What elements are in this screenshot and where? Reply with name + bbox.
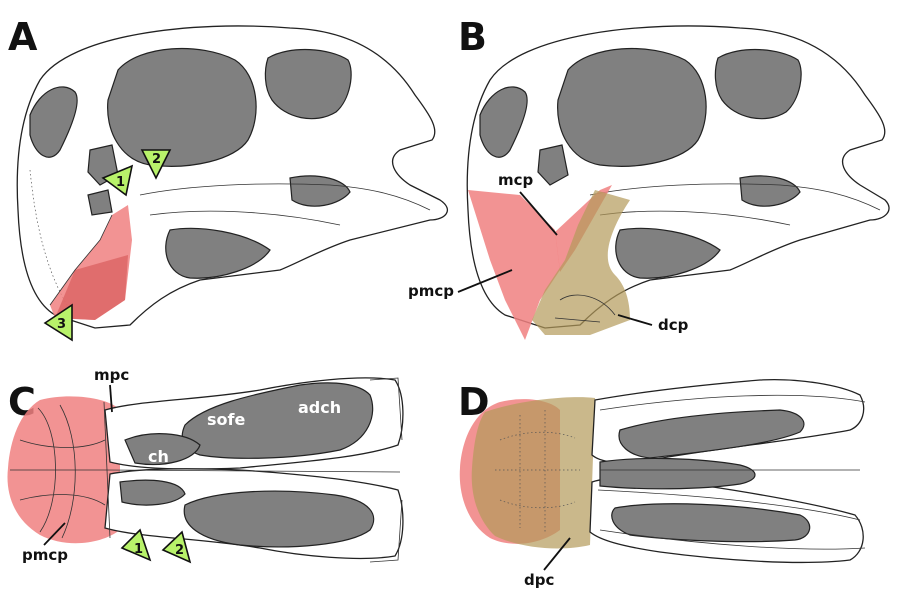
label-mcp: mcp — [498, 171, 534, 189]
jaw-lines-d — [597, 394, 866, 550]
leader-pmcp — [457, 269, 513, 293]
adductor-chamber-upper — [181, 382, 374, 459]
premaxilla-suture-c — [10, 404, 106, 539]
annotation-mpc: mpc — [94, 366, 129, 413]
marker-a-2: 2 — [140, 149, 172, 180]
antorbital-fenestra — [537, 144, 569, 186]
skull-lateral-a — [16, 25, 449, 329]
premaxilla-edge-a — [49, 214, 113, 306]
annotation-mcp: mcp — [498, 171, 558, 236]
annotation-pmcp-b: pmcp — [408, 269, 513, 300]
lower-left-fenestra — [119, 479, 186, 506]
leader-dcp — [617, 314, 653, 326]
panel-label-a: A — [8, 15, 38, 59]
label-mpc: mpc — [94, 366, 129, 384]
label-pmcp: pmcp — [408, 282, 454, 300]
adductor-chamber-lower — [183, 490, 375, 548]
leader-pmcp — [43, 522, 66, 546]
panel-c: C ch sofe adch mpc pmcp 1 — [7, 366, 404, 564]
stipple-d — [495, 410, 580, 532]
annotation-dpc: dpc — [524, 537, 571, 589]
label-dcp: dcp — [658, 316, 689, 334]
label-ch: ch — [148, 447, 169, 466]
upper-fenestra-d — [618, 409, 805, 459]
temporal-fenestra-lower — [739, 175, 801, 207]
label-dpc: dpc — [524, 571, 554, 589]
skull-lateral-b — [466, 25, 890, 340]
premaxilla-shadow-a — [55, 255, 128, 320]
skull-ventral-d — [459, 379, 866, 564]
mid-fenestra-d — [599, 457, 756, 490]
dentary-region-b — [532, 190, 630, 335]
panel-a: A 1 2 3 — [8, 15, 449, 342]
temporal-fenestra-lower — [289, 175, 351, 207]
label-pmcp: pmcp — [22, 546, 68, 564]
temporal-fenestra-upper — [264, 49, 352, 120]
lower-jaw-fenestra — [615, 227, 721, 279]
marker-a-1: 1 — [101, 164, 134, 197]
marker-triangle — [120, 528, 152, 562]
leader-mpc — [109, 384, 113, 413]
marker-label: 2 — [152, 152, 161, 167]
nasal-fenestra — [29, 86, 78, 158]
lower-jaw-fenestra — [165, 227, 271, 279]
midline-c — [104, 469, 401, 473]
marker-label: 2 — [175, 543, 184, 558]
small-fenestra — [87, 189, 113, 216]
marker-label: 3 — [57, 317, 66, 332]
dentary-edge-b — [554, 294, 616, 323]
temporal-fenestra-upper — [714, 49, 802, 120]
panel-label-b: B — [458, 15, 487, 59]
label-adch: adch — [298, 398, 341, 417]
skull-dorsal-c — [7, 377, 404, 563]
premaxilla-region-b — [468, 190, 560, 340]
marker-triangle — [101, 164, 134, 197]
marker-a-3: 3 — [43, 303, 73, 342]
nasal-fenestra — [479, 86, 528, 158]
leader-mcp — [519, 191, 558, 236]
orbit-fenestra — [557, 47, 707, 167]
panel-d: D dpc — [458, 379, 866, 589]
label-sofe: sofe — [207, 410, 245, 429]
marker-c-2: 2 — [161, 530, 192, 564]
marker-label: 1 — [116, 175, 125, 190]
mandible-line — [149, 210, 341, 226]
marker-triangle — [43, 303, 73, 342]
jaw-line — [589, 183, 881, 211]
marker-label: 1 — [134, 542, 143, 557]
marker-triangle — [161, 530, 192, 564]
stipple-a — [29, 169, 71, 311]
annotation-pmcp-c: pmcp — [22, 522, 68, 564]
panel-b: B mcp pmcp dcp — [408, 15, 890, 340]
midline-process-c — [103, 401, 111, 539]
marker-c-1: 1 — [120, 528, 152, 562]
annotation-dcp: dcp — [617, 314, 689, 334]
choana-fenestra — [124, 433, 201, 466]
marker-triangle — [140, 149, 172, 180]
leader-dpc — [543, 537, 571, 571]
dentary-region-d — [471, 397, 595, 549]
jaw-line — [139, 183, 431, 211]
rim-c — [369, 377, 403, 563]
orbit-fenestra — [107, 47, 257, 167]
